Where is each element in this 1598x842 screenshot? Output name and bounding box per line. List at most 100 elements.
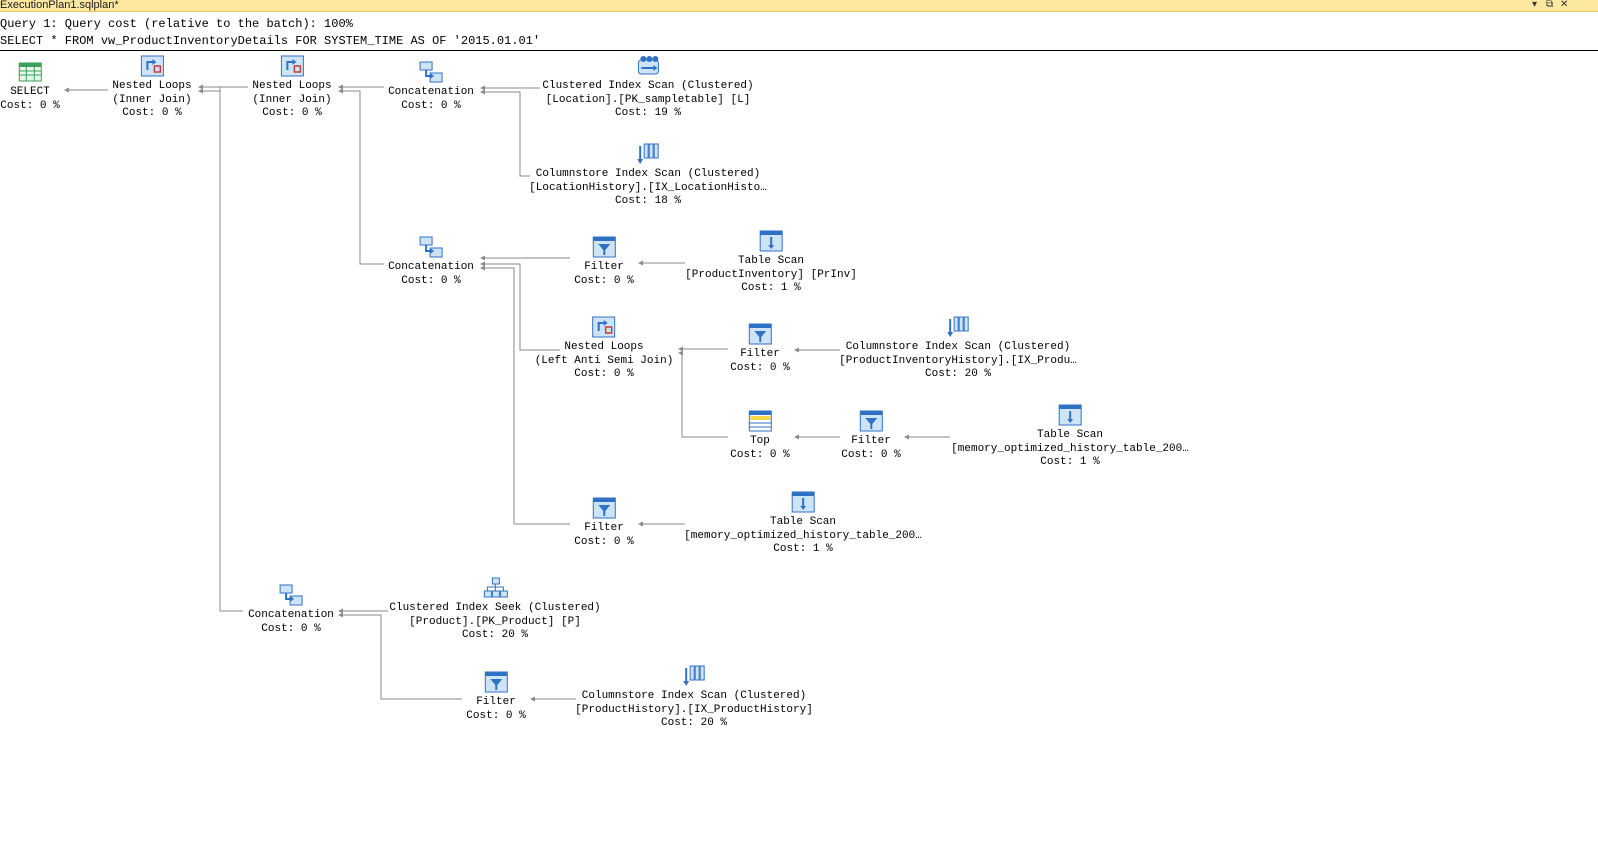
node-cost-label: Cost: 20 %: [461, 629, 529, 641]
node-cost-label: Cost: 18 %: [614, 195, 682, 207]
plan-node-nl3[interactable]: Nested Loops(Left Anti Semi Join)Cost: 0…: [534, 315, 674, 382]
node-cost-label: Cost: 0 %: [466, 709, 526, 722]
plan-node-ts1[interactable]: Table Scan[ProductInventory] [PrInv]Cost…: [685, 229, 857, 296]
edge-nl3-top: [680, 352, 728, 438]
dropdown-icon[interactable]: ▾: [1532, 0, 1538, 10]
nested-loops-icon[interactable]: [139, 54, 165, 78]
plan-node-ts3[interactable]: Table Scan[memory_optimized_history_tabl…: [684, 490, 922, 557]
node-operator-label: (Inner Join): [252, 93, 332, 106]
table-scan-icon[interactable]: [790, 490, 816, 514]
node-operator-label: Filter: [851, 435, 891, 447]
clustered-index-seek-icon[interactable]: [482, 576, 508, 600]
node-cost-label: Cost: 1 %: [1040, 456, 1100, 468]
query-sql-line: SELECT * FROM vw_ProductInventoryDetails…: [0, 34, 541, 48]
plan-node-ts2[interactable]: Table Scan[memory_optimized_history_tabl…: [951, 403, 1189, 470]
node-operator-label: Clustered Index Scan (Clustered): [542, 80, 754, 92]
node-operator-label: Table Scan: [737, 255, 805, 267]
node-operator-label: Concatenation: [248, 609, 334, 621]
node-cost-label: Cost: 0 %: [574, 368, 634, 380]
concatenation-icon[interactable]: [278, 583, 304, 607]
node-operator-label: Nested Loops: [252, 80, 332, 92]
document-tab-title[interactable]: ExecutionPlan1.sqlplan*: [0, 0, 119, 11]
nested-loops-icon[interactable]: [279, 54, 305, 78]
concatenation-icon[interactable]: [418, 60, 444, 84]
filter-icon[interactable]: [747, 322, 773, 346]
float-window-icon[interactable]: ⧉: [1546, 0, 1554, 10]
node-cost-label: Cost: 0 %: [401, 99, 461, 112]
node-cost-label: Cost: 1 %: [773, 543, 833, 555]
node-operator-label: Concatenation: [388, 261, 474, 273]
plan-node-csi2[interactable]: Columnstore Index Scan (Clustered)[Produ…: [839, 315, 1077, 382]
node-operator-label: Filter: [584, 522, 624, 534]
columnstore-index-scan-icon[interactable]: [635, 142, 661, 166]
node-cost-label: Cost: 20 %: [924, 368, 992, 380]
node-cost-label: Cost: 0 %: [574, 274, 634, 287]
node-cost-label: Cost: 0 %: [0, 99, 60, 112]
nested-loops-icon[interactable]: [591, 315, 617, 339]
clustered-index-scan-icon[interactable]: [635, 54, 661, 78]
node-operator-label: [Location].[PK_sampletable] [L]: [545, 93, 751, 106]
node-operator-label: Filter: [740, 348, 780, 360]
edge-concat3-filter5: [340, 614, 462, 700]
close-icon[interactable]: ✕: [1560, 0, 1569, 10]
node-operator-label: Table Scan: [769, 516, 837, 528]
node-operator-label: Table Scan: [1036, 429, 1104, 441]
node-operator-label: [ProductInventory] [PrInv]: [685, 268, 857, 281]
filter-icon[interactable]: [591, 496, 617, 520]
node-cost-label: Cost: 0 %: [261, 622, 321, 635]
node-cost-label: Cost: 0 %: [122, 107, 182, 119]
node-cost-label: Cost: 0 %: [262, 107, 322, 119]
node-operator-label: SELECT: [10, 86, 50, 98]
query-cost-line: Query 1: Query cost (relative to the bat…: [0, 17, 353, 31]
filter-icon[interactable]: [483, 670, 509, 694]
node-cost-label: Cost: 20 %: [660, 717, 728, 729]
table-scan-icon[interactable]: [1057, 403, 1083, 427]
edge-nl2-concat2: [340, 90, 384, 265]
node-operator-label: [LocationHistory].[IX_LocationHisto…: [529, 181, 767, 194]
header-separator: [0, 50, 1598, 51]
plan-node-csi1[interactable]: Columnstore Index Scan (Clustered)[Locat…: [529, 142, 767, 209]
table-scan-icon[interactable]: [758, 229, 784, 253]
node-operator-label: Columnstore Index Scan (Clustered): [845, 341, 1071, 353]
node-cost-label: Cost: 0 %: [730, 361, 790, 374]
node-operator-label: (Left Anti Semi Join): [534, 354, 674, 367]
filter-icon[interactable]: [591, 235, 617, 259]
concatenation-icon[interactable]: [418, 235, 444, 259]
node-operator-label: Top: [750, 435, 770, 447]
node-cost-label: Cost: 0 %: [401, 274, 461, 287]
plan-node-nl1[interactable]: Nested Loops(Inner Join)Cost: 0 %: [112, 54, 192, 121]
node-operator-label: [ProductInventoryHistory].[IX_Produ…: [839, 354, 1077, 367]
node-operator-label: [memory_optimized_history_table_200…: [951, 442, 1189, 455]
plan-node-csi3[interactable]: Columnstore Index Scan (Clustered)[Produ…: [575, 664, 813, 731]
node-operator-label: Filter: [584, 261, 624, 273]
node-operator-label: [ProductHistory].[IX_ProductHistory]: [575, 703, 813, 716]
node-operator-label: [memory_optimized_history_table_200…: [684, 529, 922, 542]
plan-node-nl2[interactable]: Nested Loops(Inner Join)Cost: 0 %: [252, 54, 332, 121]
plan-node-cis1[interactable]: Clustered Index Scan (Clustered)[Locatio…: [542, 54, 754, 121]
columnstore-index-scan-icon[interactable]: [945, 315, 971, 339]
node-cost-label: Cost: 19 %: [614, 107, 682, 119]
node-operator-label: Clustered Index Seek (Clustered): [389, 602, 601, 614]
filter-icon[interactable]: [858, 409, 884, 433]
node-operator-label: Columnstore Index Scan (Clustered): [581, 690, 807, 702]
document-tab-bar: ExecutionPlan1.sqlplan* ▾ ⧉ ✕: [0, 0, 1598, 12]
top-icon[interactable]: [747, 409, 773, 433]
node-operator-label: Filter: [476, 696, 516, 708]
node-cost-label: Cost: 0 %: [730, 448, 790, 461]
columnstore-index-scan-icon[interactable]: [681, 664, 707, 688]
select-icon[interactable]: [17, 60, 43, 84]
edge-concat1-csi1: [482, 91, 530, 177]
plan-node-cis2[interactable]: Clustered Index Seek (Clustered)[Product…: [389, 576, 601, 643]
node-operator-label: Nested Loops: [112, 80, 192, 92]
